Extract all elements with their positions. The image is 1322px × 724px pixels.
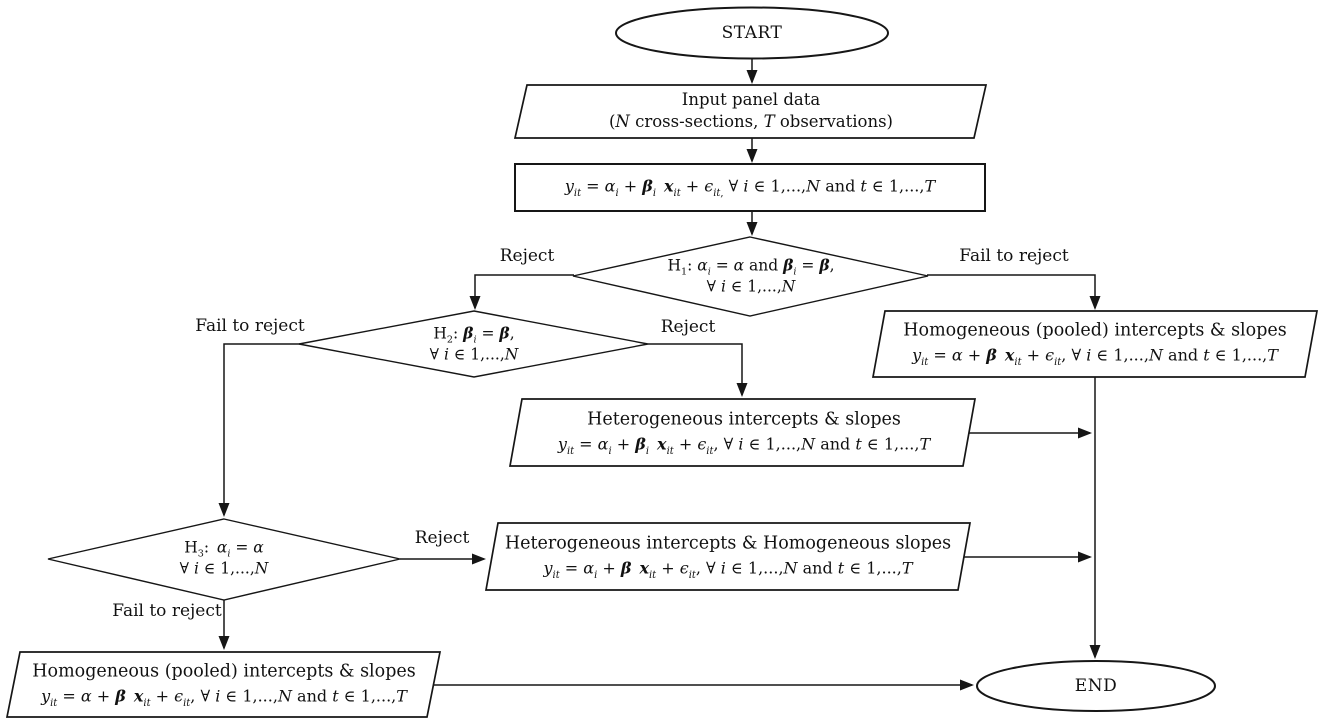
pooled-bottom-title: Homogeneous (pooled) intercepts & slopes: [32, 661, 416, 682]
pooled-bottom-parallelogram-shape: [5, 651, 442, 718]
end-terminal-shape: [976, 660, 1216, 712]
start-terminal-label: START: [721, 22, 783, 43]
h3-hypothesis-line: H3: αi = α: [184, 538, 264, 560]
input-data-node: Input panel data (N cross-sections, T ob…: [609, 89, 893, 133]
h3-diamond-shape: [47, 518, 401, 601]
heterogeneous-formula: yit = αi + βi xit + ϵit, ∀ i ∈ 1,...,N a…: [557, 434, 931, 457]
pooled-bottom-node: Homogeneous (pooled) intercepts & slopes…: [32, 661, 415, 708]
hetero-homo-node: Heterogeneous intercepts & Homogeneous s…: [505, 533, 951, 580]
h1-decision-node: H1: αi = α and βi = β, ∀ i ∈ 1,...,N: [667, 255, 834, 296]
model-rect-shape: [514, 163, 986, 212]
h3-decision-node: H3: αi = α ∀ i ∈ 1,...,N: [180, 537, 269, 578]
h1-hypothesis-line: H1: αi = α and βi = β,: [667, 255, 835, 278]
input-data-subtitle: (N cross-sections, T observations): [608, 112, 894, 132]
h2-hypothesis-line: H2: βi = β,: [433, 323, 515, 346]
input-data-title: Input panel data: [681, 90, 821, 110]
pooled-top-parallelogram-shape: [871, 310, 1319, 378]
h3-reject-edge-label: Reject: [414, 527, 470, 548]
h1-reject-edge-label: Reject: [499, 245, 555, 266]
h3-forall-line: ∀ i ∈ 1,...,N: [179, 559, 269, 578]
hetero-homo-title: Heterogeneous intercepts & Homogeneous s…: [504, 533, 952, 554]
input-parallelogram-shape: [513, 84, 988, 139]
pooled-top-title: Homogeneous (pooled) intercepts & slopes: [903, 320, 1287, 341]
pooled-top-node: Homogeneous (pooled) intercepts & slopes…: [903, 320, 1286, 367]
h1-forall-line: ∀ i ∈ 1,...,N: [706, 277, 796, 296]
edge-h2-fail-to-h3: [218, 343, 300, 517]
panel-model-formula: yit = αi + βi xit + ϵit, ∀ i ∈ 1,...,N a…: [564, 176, 936, 199]
pooled-top-formula: yit = α + β xit + ϵit, ∀ i ∈ 1,...,N and…: [912, 345, 1278, 368]
edge-h2-reject-to-heterogeneous: [648, 343, 748, 397]
hetero-homo-parallelogram-shape: [484, 522, 972, 591]
h2-diamond-shape: [298, 310, 649, 378]
h1-fail-edge-label: Fail to reject: [959, 245, 1069, 266]
start-terminal-shape: [615, 6, 889, 60]
edge-h1-reject-to-h2: [469, 274, 574, 310]
h2-reject-edge-label: Reject: [660, 316, 716, 337]
pooled-bottom-formula: yit = α + β xit + ϵit, ∀ i ∈ 1,...,N and…: [41, 686, 407, 709]
h2-decision-node: H2: βi = β, ∀ i ∈ 1,...,N: [430, 323, 519, 364]
heterogeneous-parallelogram-shape: [508, 398, 977, 467]
heterogeneous-node: Heterogeneous intercepts & slopes yit = …: [558, 409, 930, 456]
heterogeneous-title: Heterogeneous intercepts & slopes: [587, 409, 901, 430]
end-terminal-label: END: [1074, 675, 1118, 696]
edge-h1-fail-to-pooled-top: [927, 274, 1101, 310]
h2-forall-line: ∀ i ∈ 1,...,N: [429, 345, 519, 364]
h1-diamond-shape: [572, 236, 929, 317]
h2-fail-edge-label: Fail to reject: [195, 315, 305, 336]
h3-fail-edge-label: Fail to reject: [112, 600, 222, 621]
hetero-homo-formula: yit = αi + β xit + ϵit, ∀ i ∈ 1,...,N an…: [543, 558, 913, 581]
